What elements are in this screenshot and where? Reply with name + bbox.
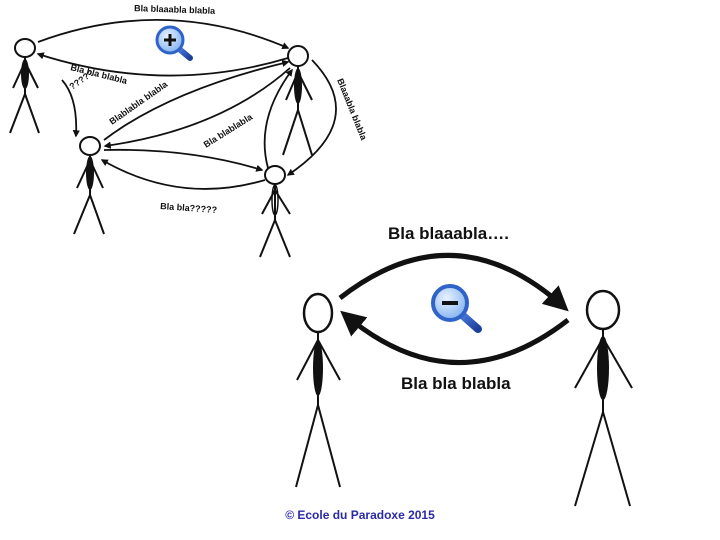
stick-figure-b [282,45,313,156]
label-bottom: Bla bla????? [160,201,218,215]
arrow-c-to-d [103,148,264,172]
arrow-left-to-right [338,252,569,312]
dialog-arrows [338,252,570,366]
label-diag-a: Blablabla blabla [107,79,170,127]
top-network: Bla blaaabla blabla Bla bla blabla ?????… [9,3,369,258]
label-dialog-bottom: Bla bla blabla [401,374,511,393]
label-top: Bla blaaabla blabla [134,3,216,16]
zoom-in-icon[interactable] [155,25,193,61]
arrow-a-to-c [61,79,80,138]
arrow-b-to-d [286,59,337,176]
copyright-footer: © Ecole du Paradoxe 2015 [285,508,435,522]
stick-figure-d [259,165,291,258]
arrow-right-to-left [340,310,570,366]
stick-figure-left [295,292,341,488]
bottom-dialog: Bla blaaabla…. Bla bla blabla [295,224,633,507]
top-arrows [36,19,337,190]
label-dialog-top: Bla blaaabla…. [388,224,509,243]
stick-figure-a [9,38,40,134]
zoom-out-icon[interactable] [431,284,482,333]
arrow-c-to-b [103,59,290,141]
arrow-a-to-b-top [37,19,290,50]
label-diag-b: Bla blablabla [202,111,255,149]
label-right-arc: Blaaabla blabla [335,77,369,142]
arrow-d-to-c [100,159,266,190]
stick-figure-right [574,289,633,507]
arrow-d-to-b [263,68,293,169]
arrow-b-to-c [103,67,291,149]
arrow-b-to-a [36,52,289,77]
stick-figure-c [73,136,105,235]
